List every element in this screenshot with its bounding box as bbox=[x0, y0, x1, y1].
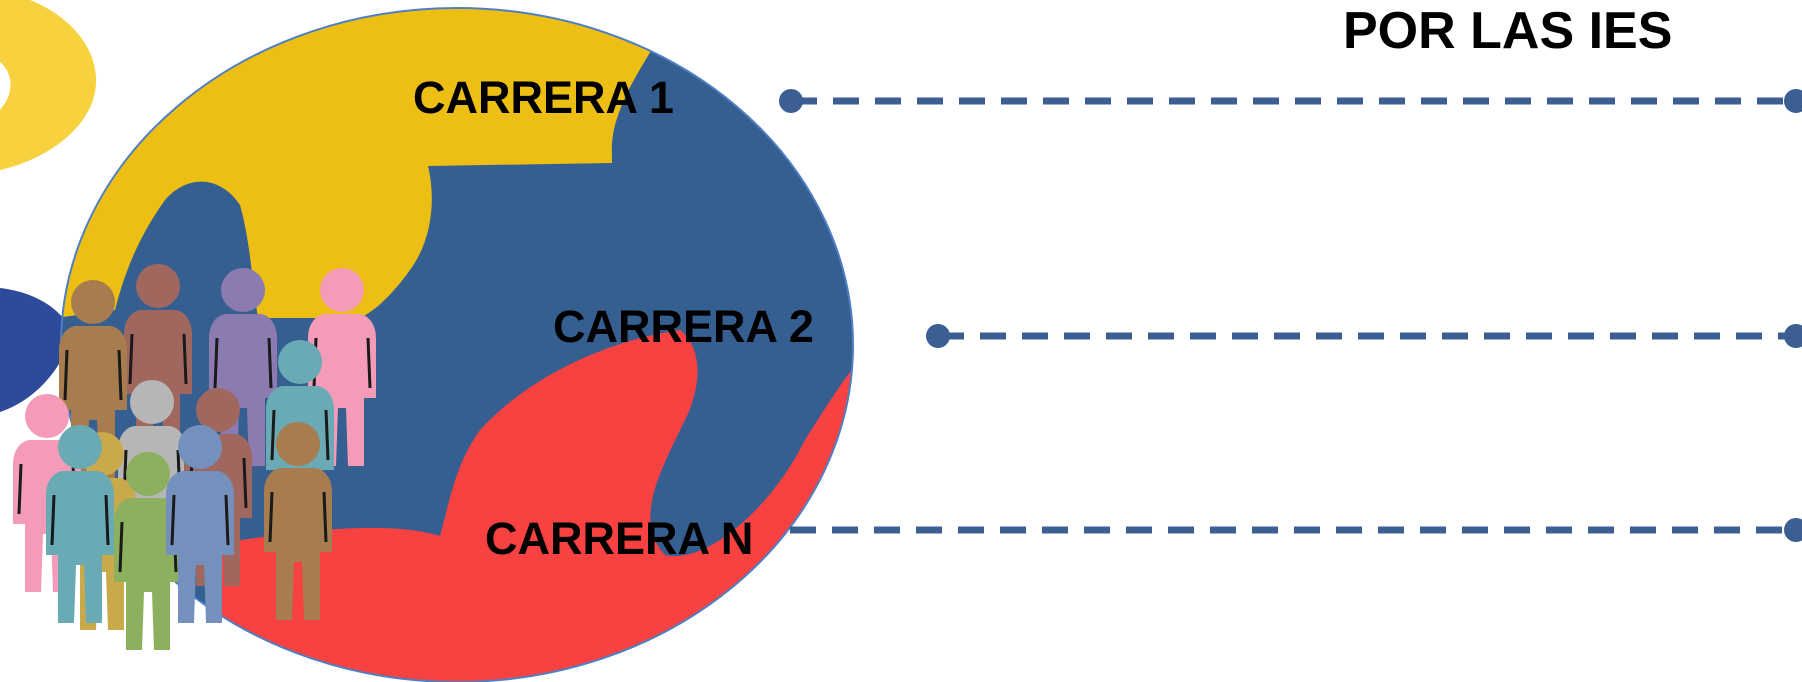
heading-title: POR LAS IES bbox=[1343, 2, 1672, 60]
person-figure bbox=[166, 425, 234, 623]
person-figure bbox=[46, 425, 114, 623]
yellow-edge-shape bbox=[0, 0, 97, 170]
connector-1 bbox=[779, 89, 1802, 113]
connector-2 bbox=[926, 324, 1802, 348]
person-figure bbox=[264, 422, 332, 620]
connector-n bbox=[790, 518, 1802, 542]
career-n-label: CARRERA N bbox=[485, 513, 753, 564]
career-1-label: CARRERA 1 bbox=[413, 72, 674, 123]
person-figure bbox=[114, 452, 182, 650]
blue-edge-shape bbox=[0, 288, 72, 412]
career-2-label: CARRERA 2 bbox=[553, 301, 814, 352]
people-group bbox=[13, 264, 376, 650]
